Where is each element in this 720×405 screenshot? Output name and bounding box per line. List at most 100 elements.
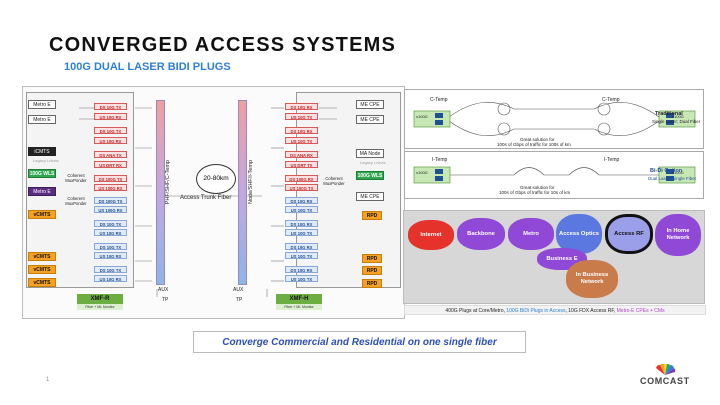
bidi-left-rate: x100G — [416, 170, 428, 175]
right-edge-rpd-3: RPD — [362, 266, 382, 275]
trad-left-rate: x100G — [416, 114, 428, 119]
right-mux-bar — [238, 100, 247, 285]
left-bar-label: PHF/SHF/C-Temp — [165, 160, 171, 205]
left-port: US DRT RX — [94, 161, 127, 168]
page-number: 1 — [46, 377, 50, 383]
left-port: DS 10G TX — [94, 103, 127, 110]
xmf-h-sub: Fiber + ML Monitor — [276, 304, 322, 310]
slide-title: CONVERGED ACCESS SYSTEMS — [49, 34, 397, 56]
right-edge-ma-node: MA Node — [356, 149, 384, 158]
strip-part-3: , 10G FDX Access RF, — [565, 308, 617, 314]
right-port: US DRT TX — [285, 161, 318, 168]
left-edge-icmts: iCMTS — [28, 147, 56, 156]
left-port: DS 10G TX — [94, 220, 127, 227]
left-edge-vcmts-2: vCMTS — [28, 252, 56, 261]
cloud-access-rf: Access RF — [605, 214, 653, 254]
bidi-fiber-diagram — [413, 166, 696, 184]
left-mux-bar — [156, 100, 165, 285]
left-port: US 10G RX — [94, 137, 127, 144]
rx-block — [666, 120, 674, 125]
rx-block — [666, 176, 674, 181]
cloud-access-optics: Access Optics — [556, 214, 602, 254]
rx-block — [435, 176, 443, 181]
left-edge-metro-e-3: Metro E — [28, 187, 56, 196]
right-edge-rpd-4: RPD — [362, 279, 382, 288]
trad-option-name: Traditional — [655, 111, 683, 117]
trad-left-temp: C-Temp — [430, 97, 448, 103]
right-port: DS 10G RX — [285, 266, 318, 273]
bidi-note-1: Great solution for — [520, 185, 555, 190]
bidi-note-2: 100s of Gbps of traffic for 10s of km — [499, 190, 571, 195]
right-port: DS 10G RX — [285, 127, 318, 134]
strip-part-2: 100G BiDi Plugs in Access — [506, 308, 566, 314]
traditional-fiber-diagram — [413, 101, 696, 137]
trad-right-rate: x100G — [672, 114, 684, 119]
right-port: US 10G TX — [285, 113, 318, 120]
trad-note-2: 100s of Gbps of traffic for 100s of km — [497, 142, 571, 147]
right-aux-label: AUX — [233, 287, 244, 293]
fiber-coil — [597, 122, 611, 136]
fiber-coil — [597, 102, 611, 116]
trad-option-desc: Single Laser; Dual Fiber — [652, 119, 701, 124]
rx-block — [435, 120, 443, 125]
right-port: DS 10G RX — [285, 103, 318, 110]
left-tp-label: TP — [162, 297, 169, 303]
plug-summary-strip: 400G Plugs at Core/Metro, 100G BiDi Plug… — [404, 305, 706, 315]
fiber-path — [448, 120, 660, 137]
right-port: US 100G TX — [285, 184, 318, 191]
left-port: US 100G RX — [94, 206, 127, 213]
right-port: US 10G TX — [285, 275, 318, 282]
bidi-option-name: Bi-Di Option — [650, 168, 683, 174]
trad-note-1: Great solution for — [520, 137, 555, 142]
tx-block — [435, 113, 443, 118]
strip-part-1: 400G Plugs at Core/Metro, — [445, 308, 507, 314]
right-port: DS 10G RX — [285, 243, 318, 250]
right-port: DS 10G RX — [285, 197, 318, 204]
xmf-h-box: XMF-H — [276, 294, 322, 304]
left-edge-100g-wls: 100G WLS — [28, 169, 56, 178]
left-legacy-label: Legacy Lnkvts — [33, 158, 59, 163]
left-port: US 10G RX — [94, 275, 127, 282]
right-edge-rpd-1: RPD — [362, 211, 382, 220]
left-edge-metro-e-1: Metro E — [28, 100, 56, 109]
cloud-backbone: Backbone — [457, 218, 505, 250]
xmf-r-box: XMF-R — [77, 294, 123, 304]
left-port: US 10G RX — [94, 113, 127, 120]
right-edge-100g-wls: 100G WLS — [356, 171, 384, 180]
cloud-in-business-network: In Business Network — [566, 260, 618, 298]
trad-right-temp: C-Temp — [602, 97, 620, 103]
comcast-logo-text: COMCAST — [640, 376, 690, 386]
left-coherent-muxponder-2: Coherent MuxPonder — [65, 196, 87, 206]
left-port: DS 100G TX — [94, 197, 127, 204]
bidi-option-desc: Dual Laser; Single Fiber — [648, 176, 697, 181]
right-port: DS ANA RX — [285, 151, 318, 158]
left-port: US 10G RX — [94, 229, 127, 236]
fiber-path — [448, 101, 660, 118]
left-port: DS ANA TX — [94, 151, 127, 158]
slide-subtitle: 100G DUAL LASER BIDI PLUGS — [64, 61, 231, 73]
left-port: DS 100G TX — [94, 175, 127, 182]
left-port: US 10G RX — [94, 252, 127, 259]
trunk-fiber-label: Access Trunk Fiber — [180, 195, 232, 201]
left-edge-metro-e-2: Metro E — [28, 115, 56, 124]
strip-part-4: Metro-E CPEs + CMs — [616, 308, 665, 314]
bidi-right-rate: x100G — [672, 170, 684, 175]
left-port: DS 10G TX — [94, 127, 127, 134]
left-edge-vcmts-1: vCMTS — [28, 210, 56, 219]
xmf-r-sub: Fiber + ML Monitor — [77, 304, 123, 310]
right-tp-label: TP — [236, 297, 243, 303]
right-coherent-muxponder: Coherent MuxPonder — [323, 176, 345, 186]
bidi-left-temp: I-Temp — [432, 157, 448, 163]
fiber-coil — [497, 122, 511, 136]
trunk-distance-ellipse: 20-80km — [196, 164, 236, 194]
right-port: DS 100G RX — [285, 175, 318, 182]
left-edge-vcmts-4: vCMTS — [28, 278, 56, 287]
cloud-internet: Internet — [408, 220, 454, 250]
right-port: US 10G TX — [285, 252, 318, 259]
fiber-coil — [497, 102, 511, 116]
cloud-metro: Metro — [508, 218, 554, 250]
right-edge-me-cpe-1: ME CPE — [356, 100, 384, 109]
left-edge-vcmts-3: vCMTS — [28, 265, 56, 274]
left-port: DS 10G TX — [94, 243, 127, 250]
converge-banner: Converge Commercial and Residential on o… — [193, 331, 526, 353]
